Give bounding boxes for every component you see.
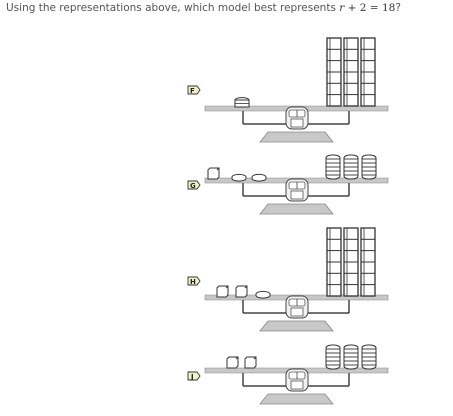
math-variable: r — [339, 2, 345, 14]
question-suffix: ? — [395, 2, 401, 14]
option-h-right-tower-2 — [343, 227, 359, 297]
option-j-left-cube-2 — [244, 356, 257, 369]
option-h-letter: H — [190, 278, 196, 286]
math-number-2: 2 — [359, 2, 367, 14]
option-f[interactable]: F — [187, 37, 389, 143]
option-f-right-tower-2 — [343, 37, 359, 107]
option-g-left-disc-2 — [251, 173, 267, 182]
option-f-scale — [204, 105, 389, 143]
option-j-letter: J — [190, 373, 194, 381]
option-g[interactable]: G — [187, 154, 389, 215]
option-j-badge[interactable] — [187, 371, 201, 381]
option-g-left-disc-1 — [231, 173, 247, 182]
option-j-right-disc-stack-2 — [343, 344, 359, 370]
option-h[interactable]: H — [187, 227, 389, 332]
option-f-letter: F — [190, 87, 195, 95]
option-g-scale — [204, 177, 389, 215]
math-operator-plus: + — [344, 2, 360, 14]
option-f-left-disc-stack — [234, 97, 250, 108]
option-j-scale — [204, 367, 389, 405]
option-f-right-tower-1 — [326, 37, 342, 107]
math-operator-equals: = — [366, 2, 382, 14]
option-h-left-cube-1 — [216, 285, 229, 298]
option-j[interactable]: J — [187, 344, 389, 405]
math-number-18: 18 — [381, 2, 396, 14]
question-text: Using the representations above, which m… — [6, 2, 401, 14]
option-h-left-cube-2 — [235, 285, 248, 298]
option-g-letter: G — [190, 182, 196, 190]
option-h-scale — [204, 294, 389, 332]
option-j-right-disc-stack-3 — [361, 344, 377, 370]
option-h-left-disc — [255, 290, 271, 299]
option-j-right-disc-stack-1 — [325, 344, 341, 370]
question-prefix: Using the representations above, which m… — [6, 2, 340, 14]
option-g-right-disc-stack-3 — [361, 154, 377, 180]
option-f-right-tower-3 — [360, 37, 376, 107]
option-g-right-disc-stack-2 — [343, 154, 359, 180]
option-h-right-tower-1 — [326, 227, 342, 297]
option-g-left-cube — [207, 167, 220, 180]
option-h-right-tower-3 — [360, 227, 376, 297]
option-j-left-cube-1 — [226, 356, 239, 369]
option-g-right-disc-stack-1 — [325, 154, 341, 180]
